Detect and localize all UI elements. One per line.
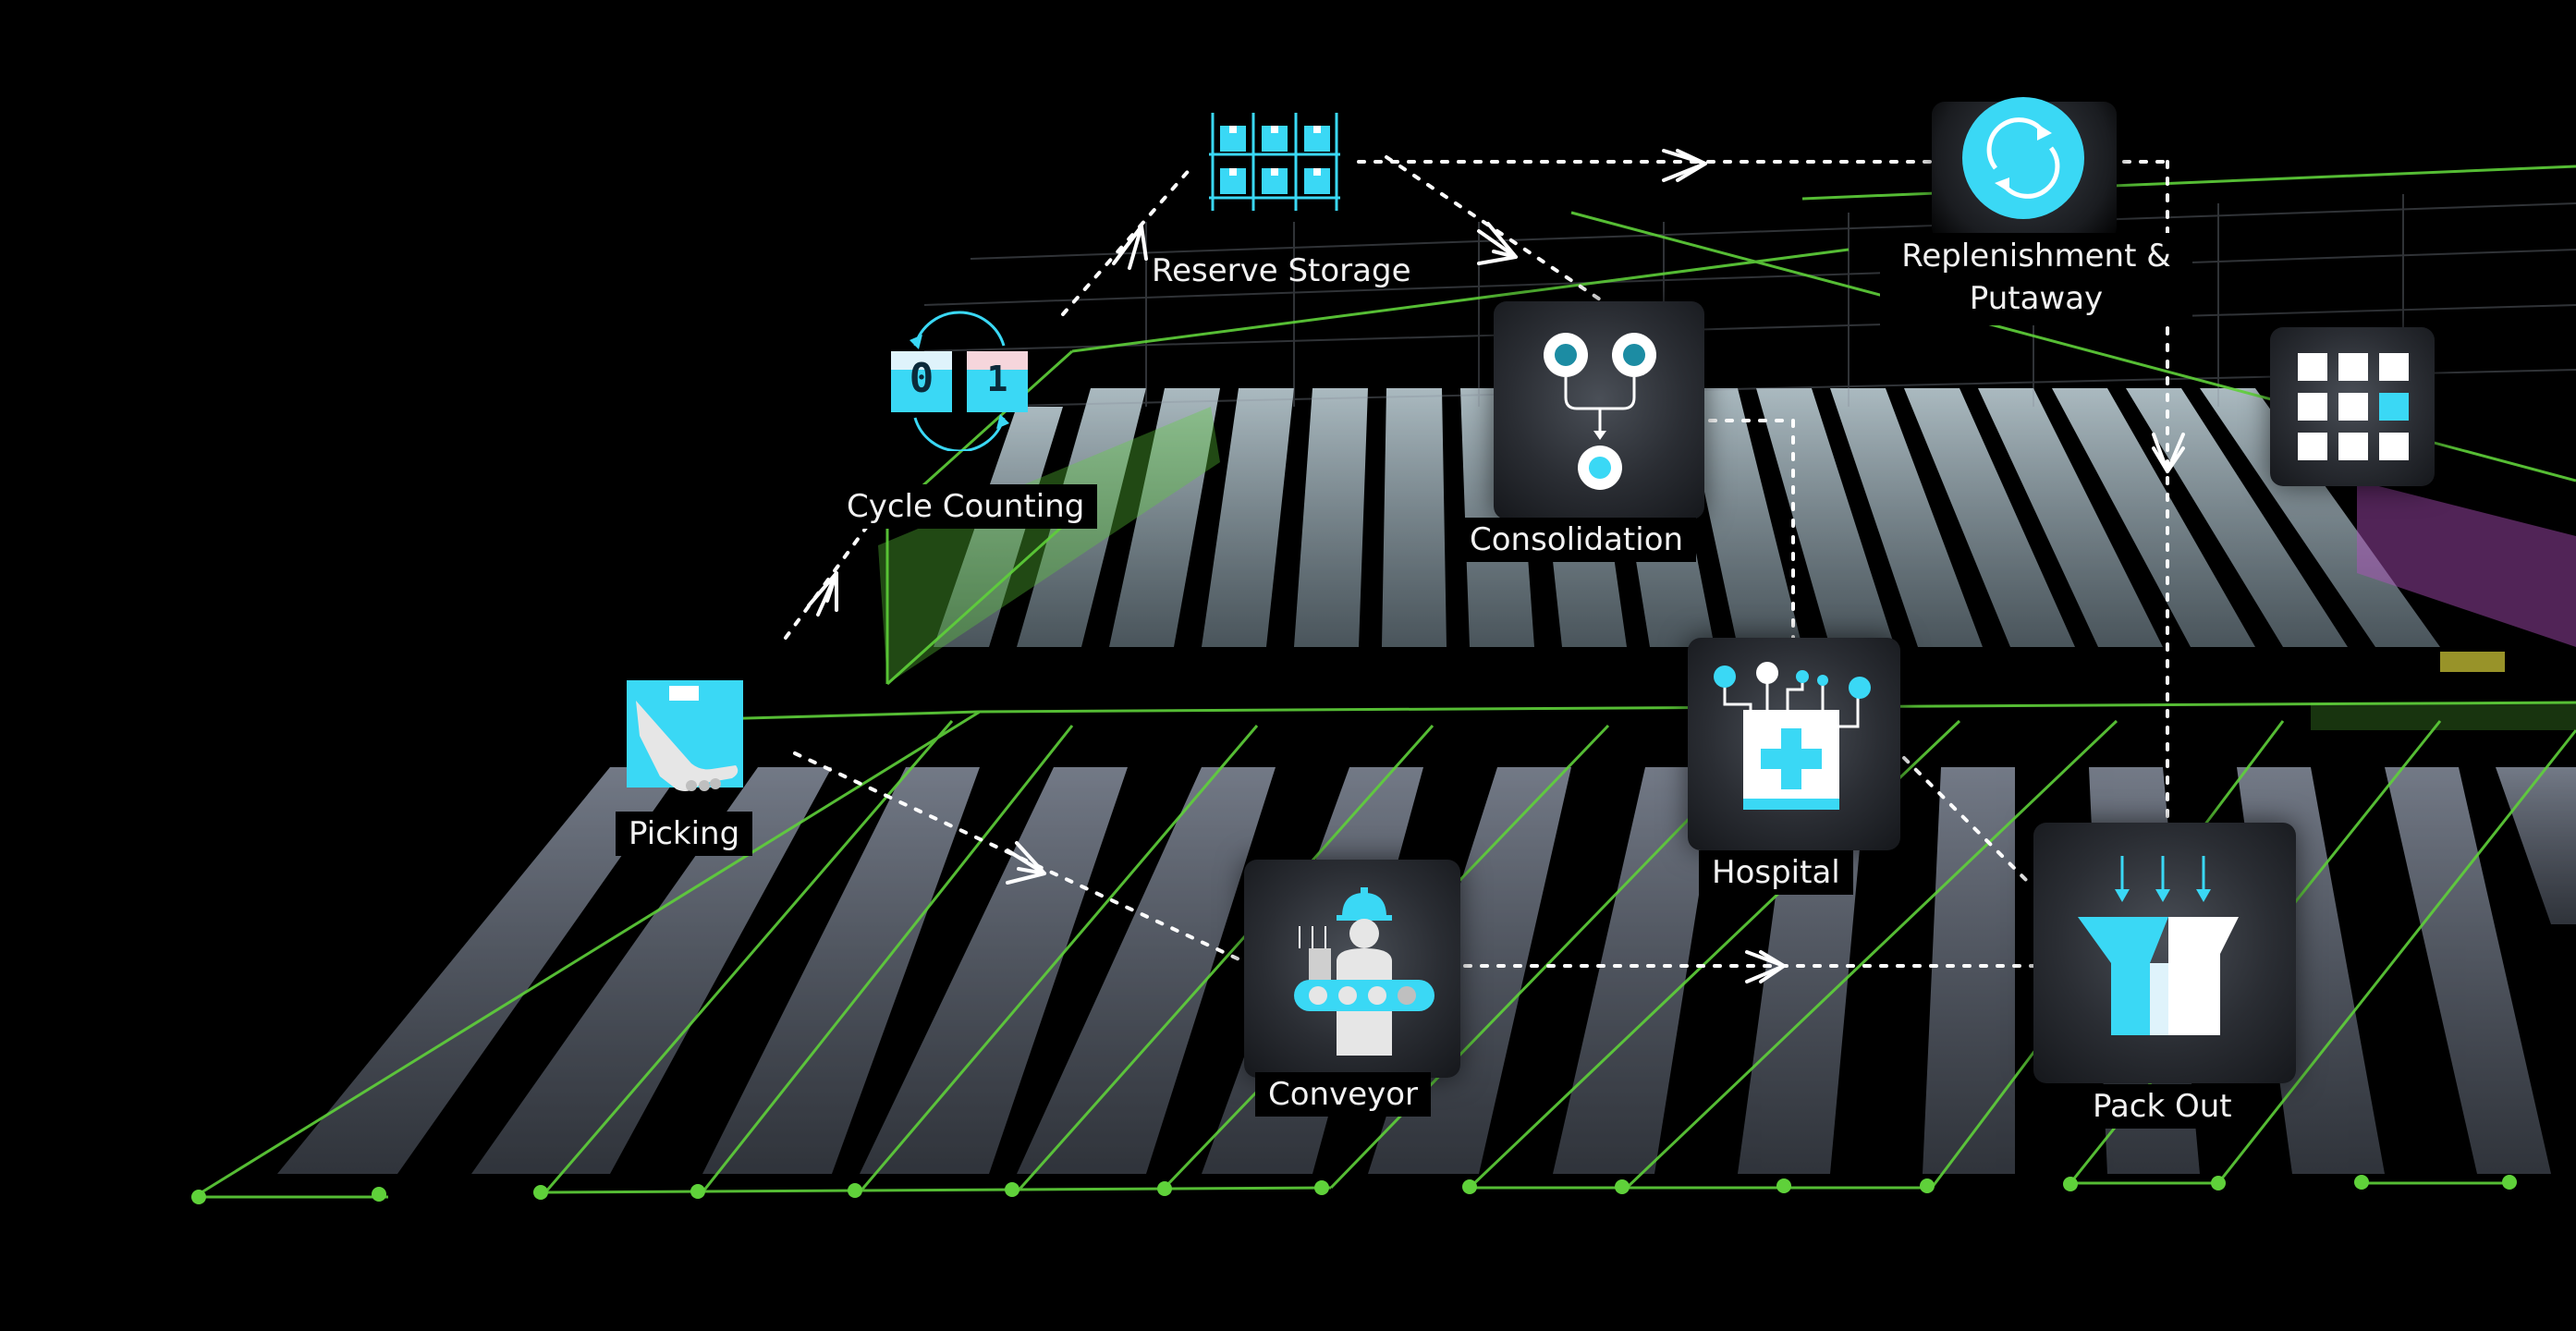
counter-digit-1: 1	[986, 359, 1008, 399]
reserve-storage-label: Reserve Storage	[1152, 252, 1411, 289]
picking-label: Picking	[616, 812, 753, 856]
flow-arrows	[807, 149, 2185, 983]
hospital-label: Hospital	[1699, 850, 1853, 895]
magenta-rack-block	[2357, 481, 2576, 647]
merge-nodes-icon	[1544, 333, 1656, 490]
pack-out-label: Pack Out	[2080, 1084, 2245, 1129]
cycle-counting-label: Cycle Counting	[834, 484, 1098, 529]
flow-connectors	[784, 155, 2169, 968]
green-rack-block	[878, 407, 1220, 684]
conveyor-label: Conveyor	[1255, 1072, 1432, 1117]
counter-flip-icon	[891, 311, 1028, 451]
worker-conveyor-icon	[1294, 887, 1435, 1056]
medical-kit-icon	[1714, 662, 1871, 810]
yellow-marker	[2440, 652, 2505, 672]
green-band-right	[2311, 702, 2576, 730]
consolidation-label: Consolidation	[1457, 518, 1697, 562]
pack-out-tile	[2033, 823, 2296, 1083]
replenishment-label: Replenishment & Putaway	[1880, 233, 2192, 325]
hand-box-icon	[627, 680, 743, 791]
funnel-pack-icon	[2078, 856, 2239, 1035]
green-nodes	[191, 1175, 2517, 1204]
counter-digit-0: 0	[909, 355, 934, 402]
grid-blocks-icon	[2298, 353, 2409, 460]
storage-rack-icon	[1209, 113, 1340, 211]
refresh-cycle-icon	[1962, 97, 2084, 219]
